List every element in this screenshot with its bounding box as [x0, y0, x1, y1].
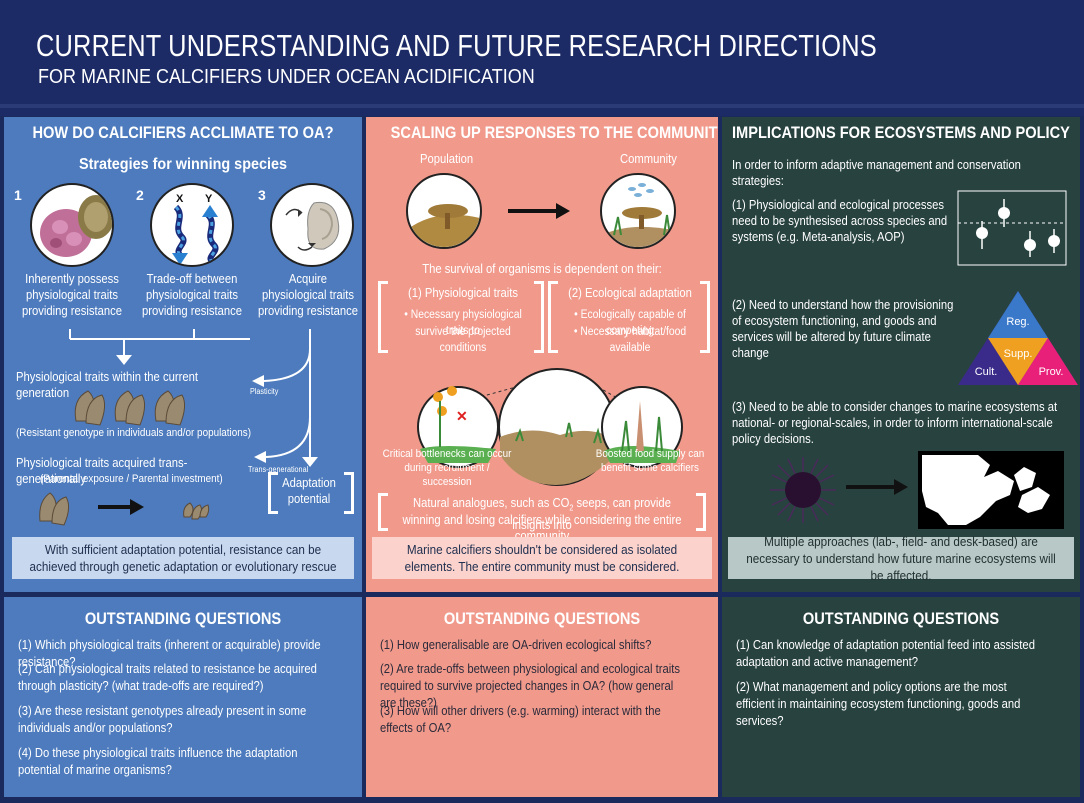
plasticity-label: Plasticity	[250, 387, 279, 396]
panel-community-title: SCALING UP RESPONSES TO THE COMMUNITY	[390, 123, 718, 142]
page-subtitle: FOR MARINE CALCIFIERS UNDER OCEAN ACIDIF…	[38, 66, 535, 88]
page-title: CURRENT UNDERSTANDING AND FUTURE RESEARC…	[36, 28, 877, 63]
question-acclimation-3: (3) Are these resistant genotypes alread…	[18, 704, 307, 735]
triangle-supp-label: Supp.	[1004, 348, 1033, 360]
regional-map	[918, 451, 1064, 529]
bottleneck-note: Critical bottlenecks can occur during re…	[382, 448, 512, 488]
triangle-cult-label: Cult.	[975, 366, 998, 378]
gene-y-label: Y	[205, 193, 213, 205]
sea-urchin-icon	[770, 457, 836, 523]
panel-policy-summary: Multiple approaches (lab-, field- and de…	[728, 534, 1074, 583]
policy-item-3: (3) Need to be able to consider changes …	[732, 400, 1058, 446]
questions-acclimation: OUTSTANDING QUESTIONS (1) Which physiolo…	[4, 597, 362, 797]
strategy-1-number: 1	[14, 187, 22, 203]
analogues-line1: Natural analogues, such as CO2 seeps, ca…	[413, 496, 671, 532]
population-label: Population	[420, 152, 474, 166]
strategy-1-text: Inherently possess physiological traits …	[21, 272, 123, 318]
questions-community-title: OUTSTANDING QUESTIONS	[443, 609, 641, 628]
community-icon	[600, 173, 676, 249]
meta-analysis-plot	[957, 190, 1067, 266]
questions-acclimation-title: OUTSTANDING QUESTIONS	[84, 609, 282, 628]
oyster-icon	[270, 183, 354, 267]
ecological-adaptation-line1: • Ecologically capable of competing	[574, 309, 686, 337]
questions-policy-title: OUTSTANDING QUESTIONS	[802, 609, 1000, 628]
coral-icon	[30, 183, 114, 267]
question-acclimation-1: (1) Which physiological traits (inherent…	[18, 638, 321, 669]
physiological-traits-line2: survive the projected conditions	[415, 326, 511, 354]
question-community-3: (3) How will other drivers (e.g. warming…	[380, 704, 661, 735]
scale-up-policy-arrow	[846, 479, 908, 495]
parental-note: (Parental exposure / Parental investment…	[40, 473, 223, 485]
current-generation-label: Physiological traits within the current …	[16, 370, 198, 400]
seabed-illustration: ✕	[417, 368, 683, 486]
triangle-prov-label: Prov.	[1039, 366, 1064, 378]
questions-policy: OUTSTANDING QUESTIONS (1) Can knowledge …	[722, 597, 1080, 797]
analogues-bracket-left	[378, 493, 388, 531]
question-community-2: (2) Are trade-offs between physiological…	[380, 662, 680, 710]
strategy-3-number: 3	[258, 187, 266, 203]
gene-x-label: X	[176, 193, 184, 205]
policy-item-1: (1) Physiological and ecological process…	[732, 198, 948, 244]
physiological-bracket-right	[534, 281, 544, 353]
header: CURRENT UNDERSTANDING AND FUTURE RESEARC…	[0, 0, 1084, 116]
scale-up-arrow	[508, 203, 570, 219]
strategy-2-text: Trade-off between physiological traits p…	[141, 272, 243, 318]
question-community-1: (1) How generalisable are OA-driven ecol…	[380, 638, 652, 652]
policy-intro: In order to inform adaptive management a…	[732, 158, 1021, 188]
strategies-title: Strategies for winning species	[78, 156, 288, 173]
questions-community: OUTSTANDING QUESTIONS (1) How generalisa…	[366, 597, 718, 797]
community-label: Community	[620, 152, 677, 166]
ecosystem-services-triangle: Reg. Supp. Cult. Prov.	[958, 291, 1078, 385]
panel-acclimation-title: HOW DO CALCIFIERS ACCLIMATE TO OA?	[32, 123, 334, 142]
ecological-adaptation-title: (2) Ecological adaptation	[568, 286, 692, 300]
panel-acclimation: HOW DO CALCIFIERS ACCLIMATE TO OA? Strat…	[4, 117, 362, 592]
triangle-reg-label: Reg.	[1006, 316, 1029, 328]
question-policy-2: (2) What management and policy options a…	[736, 680, 1021, 728]
flow-arrows	[69, 329, 318, 467]
physiological-traits-title: (1) Physiological traits	[407, 286, 519, 300]
adaptation-bracket-left	[268, 472, 278, 514]
physiological-bracket-left	[378, 281, 388, 353]
adaptation-potential-label: Adaptation potential	[282, 476, 336, 506]
panel-community-summary: Marine calcifiers shouldn't be considere…	[372, 537, 712, 579]
panel-acclimation-summary: With sufficient adaptation potential, re…	[12, 537, 354, 579]
svg-text:✕: ✕	[456, 408, 468, 424]
ecological-bracket-left	[548, 281, 558, 353]
survival-text: The survival of organisms is dependent o…	[422, 262, 662, 276]
policy-item-2: (2) Need to understand how the provision…	[732, 298, 954, 360]
panel-policy: IMPLICATIONS FOR ECOSYSTEMS AND POLICY I…	[722, 117, 1080, 592]
dna-trade-off-icon: X Y	[150, 183, 234, 267]
strategy-3-text: Acquire physiological traits providing r…	[257, 272, 359, 318]
population-icon	[406, 173, 482, 249]
trans-generational-traits-label: Physiological traits acquired trans-gene…	[16, 456, 188, 486]
parental-transfer-icon	[39, 492, 210, 526]
question-acclimation-4: (4) Do these physiological traits influe…	[18, 746, 298, 777]
panel-community: SCALING UP RESPONSES TO THE COMMUNITY Po…	[366, 117, 718, 592]
question-policy-1: (1) Can knowledge of adaptation potentia…	[736, 638, 1035, 669]
question-acclimation-2: (2) Can physiological traits related to …	[18, 662, 317, 693]
oyster-cluster-icon	[74, 390, 186, 426]
food-supply-note: Boosted food supply can benefit some cal…	[595, 448, 705, 474]
header-divider	[0, 104, 1084, 108]
ecological-bracket-right	[700, 281, 710, 353]
resistant-genotype-note: (Resistant genotype in individuals and/o…	[16, 427, 251, 439]
analogues-bracket-right	[696, 493, 706, 531]
trans-generational-label: Trans-generational	[248, 465, 309, 474]
ecological-adaptation-line2: • Necessary habitat/food available	[573, 326, 687, 354]
physiological-traits-line1: • Necessary physiological traits to	[404, 309, 522, 337]
strategy-2-number: 2	[136, 187, 144, 203]
panel-policy-title: IMPLICATIONS FOR ECOSYSTEMS AND POLICY	[732, 123, 1070, 142]
adaptation-bracket-right	[344, 472, 354, 514]
